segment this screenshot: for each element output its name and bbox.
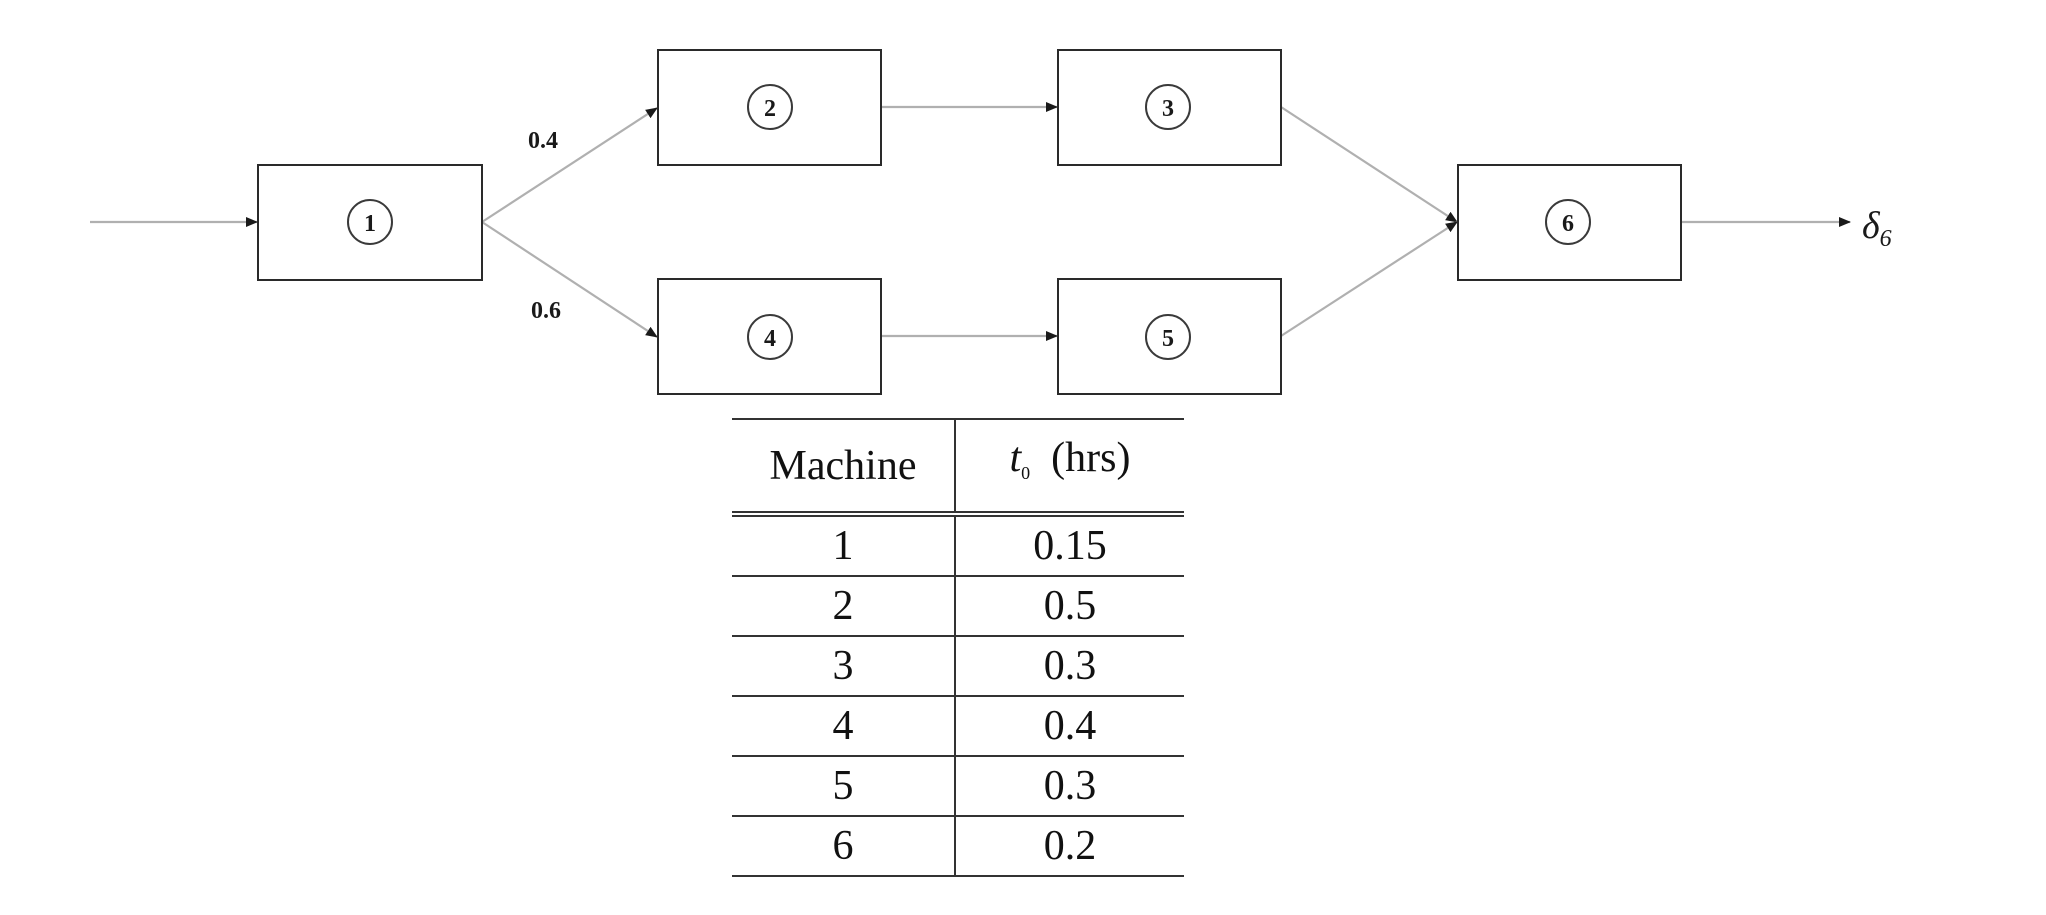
node-circle — [1145, 84, 1191, 130]
header-time-var: t — [1009, 435, 1022, 481]
table-row: 1 0.15 — [732, 514, 1184, 576]
cell-time: 0.3 — [1043, 643, 1097, 689]
cell-machine: 2 — [732, 576, 956, 636]
table-row: 5 0.3 — [732, 756, 1184, 816]
output-subscript: 6 — [1880, 226, 1892, 252]
table-row: 4 0.4 — [732, 696, 1184, 756]
header-time-sub: 0 — [1021, 463, 1031, 483]
machine-node-4: 4 — [657, 278, 882, 395]
header-machine: Machine — [732, 419, 956, 517]
node-label: 4 — [764, 326, 776, 352]
edge-3-6 — [1280, 106, 1458, 223]
cell-time: 0.2 — [1043, 823, 1097, 869]
table-row: 3 0.3 — [732, 636, 1184, 696]
node-circle — [747, 84, 793, 130]
cell-time: 0.3 — [1043, 763, 1097, 809]
node-label: 2 — [764, 96, 776, 122]
edge-5-6 — [1280, 221, 1458, 337]
machine-node-6: 6 — [1457, 164, 1682, 281]
node-label: 6 — [1562, 211, 1574, 237]
node-label: 1 — [364, 211, 376, 237]
header-time: t0 (hrs) — [955, 419, 1184, 517]
cell-time: 0.5 — [1043, 583, 1097, 629]
edges — [90, 102, 1851, 341]
machine-node-5: 5 — [1057, 278, 1282, 395]
table-row: 6 0.2 — [732, 816, 1184, 876]
node-circle — [347, 199, 393, 245]
cell-time: 0.15 — [1033, 523, 1107, 569]
cell-machine: 4 — [732, 696, 956, 756]
edge-1-4 — [481, 221, 658, 338]
cell-time: 0.4 — [1043, 703, 1097, 749]
node-label: 3 — [1162, 96, 1174, 122]
machine-time-table: Machine t0 (hrs) 1 0.15 2 0.5 3 0.3 4 0.… — [732, 418, 1184, 877]
header-time-unit: (hrs) — [1051, 435, 1131, 481]
output-label: δ6 — [1862, 205, 1892, 252]
node-circle — [1145, 314, 1191, 360]
machine-node-2: 2 — [657, 49, 882, 166]
cell-machine: 1 — [732, 514, 956, 576]
cell-machine: 5 — [732, 756, 956, 816]
edge-label-1-2: 0.4 — [528, 128, 558, 154]
output-symbol: δ — [1862, 205, 1881, 247]
node-label: 5 — [1162, 326, 1174, 352]
table-header-row: Machine t0 (hrs) — [732, 419, 1184, 517]
table-row: 2 0.5 — [732, 576, 1184, 636]
node-circle — [1545, 199, 1591, 245]
edge-1-2 — [481, 107, 658, 223]
edge-label-1-4: 0.6 — [531, 298, 561, 324]
machine-node-1: 1 — [257, 164, 483, 281]
node-circle — [747, 314, 793, 360]
cell-machine: 3 — [732, 636, 956, 696]
machine-node-3: 3 — [1057, 49, 1282, 166]
cell-machine: 6 — [732, 816, 956, 876]
